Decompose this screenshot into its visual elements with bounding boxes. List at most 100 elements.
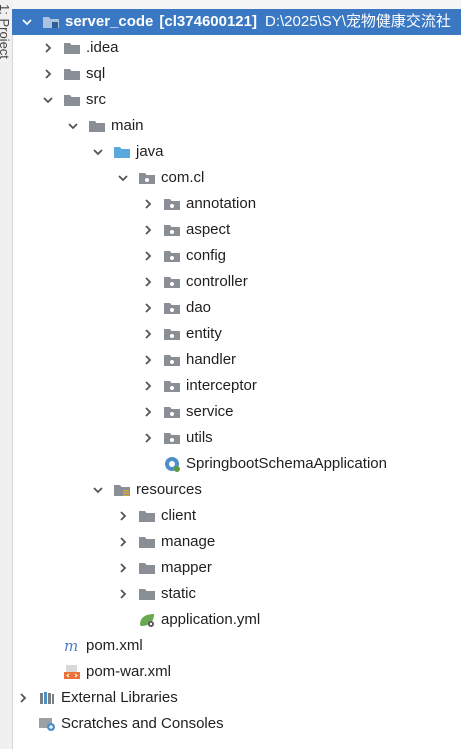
node-label: mapper — [161, 559, 212, 576]
node-label: interceptor — [186, 377, 257, 394]
package-icon — [163, 274, 181, 290]
tree-node-resources[interactable]: resources — [12, 477, 461, 503]
module-folder-icon — [42, 14, 60, 30]
node-label: pom.xml — [86, 637, 143, 654]
node-label: client — [161, 507, 197, 524]
tree-node-pom-war[interactable]: pom-war.xml — [12, 659, 461, 685]
chevron-right-icon[interactable] — [141, 353, 155, 367]
tree-node-package[interactable]: handler — [12, 347, 461, 373]
chevron-right-icon[interactable] — [141, 249, 155, 263]
tree-node-scratches[interactable]: Scratches and Consoles — [12, 711, 461, 737]
folder-icon — [63, 40, 81, 56]
node-label: .idea — [86, 39, 119, 56]
libraries-icon — [38, 690, 56, 706]
node-label: com.cl — [161, 169, 205, 186]
tree-node-root[interactable]: server_code [cl374600121] D:\2025\SY\宠物健… — [12, 9, 461, 35]
tree-node-sql[interactable]: sql — [12, 61, 461, 87]
package-icon — [163, 196, 181, 212]
spring-boot-class-icon — [163, 456, 181, 472]
node-label: resources — [136, 481, 202, 498]
folder-icon — [138, 586, 156, 602]
chevron-down-icon[interactable] — [66, 119, 80, 133]
node-label: sql — [86, 65, 106, 82]
package-icon — [163, 248, 181, 264]
tree-node-pom[interactable]: m pom.xml — [12, 633, 461, 659]
node-label: aspect — [186, 221, 231, 238]
chevron-right-icon[interactable] — [16, 691, 30, 705]
node-label: utils — [186, 429, 213, 446]
tree-node-resource-dir[interactable]: client — [12, 503, 461, 529]
project-tool-window-label[interactable]: 1: Project — [0, 4, 12, 59]
node-label: src — [86, 91, 106, 108]
chevron-right-icon[interactable] — [41, 67, 55, 81]
tree-node-package[interactable]: service — [12, 399, 461, 425]
tree-node-package[interactable]: interceptor — [12, 373, 461, 399]
node-label: static — [161, 585, 197, 602]
xml-file-icon — [63, 664, 81, 680]
tree-node-resource-dir[interactable]: static — [12, 581, 461, 607]
node-label: annotation — [186, 195, 257, 212]
node-label: java — [136, 143, 164, 160]
tree-node-package[interactable]: dao — [12, 295, 461, 321]
tree-node-external-libraries[interactable]: External Libraries — [12, 685, 461, 711]
node-label: application.yml — [161, 611, 261, 628]
node-label: entity — [186, 325, 222, 342]
chevron-down-icon[interactable] — [91, 483, 105, 497]
tree-node-java[interactable]: java — [12, 139, 461, 165]
node-label: main — [111, 117, 144, 134]
chevron-right-icon[interactable] — [141, 379, 155, 393]
spring-config-icon — [138, 612, 156, 628]
tree-node-application-yml[interactable]: application.yml — [12, 607, 461, 633]
folder-icon — [63, 66, 81, 82]
tree-node-package[interactable]: entity — [12, 321, 461, 347]
tree-node-package[interactable]: annotation — [12, 191, 461, 217]
node-label: service — [186, 403, 234, 420]
folder-icon — [88, 118, 106, 134]
tree-node-resource-dir[interactable]: manage — [12, 529, 461, 555]
folder-icon — [63, 92, 81, 108]
chevron-right-icon[interactable] — [116, 509, 130, 523]
package-icon — [163, 300, 181, 316]
tree-node-package[interactable]: utils — [12, 425, 461, 451]
package-icon — [163, 352, 181, 368]
chevron-down-icon[interactable] — [116, 171, 130, 185]
maven-icon: m — [63, 638, 81, 654]
tree-node-com-cl[interactable]: com.cl — [12, 165, 461, 191]
chevron-down-icon[interactable] — [20, 15, 34, 29]
node-label: config — [186, 247, 227, 264]
root-module-name: server_code — [65, 13, 154, 30]
tree-node-resource-dir[interactable]: mapper — [12, 555, 461, 581]
chevron-right-icon[interactable] — [116, 587, 130, 601]
package-icon — [163, 222, 181, 238]
chevron-right-icon[interactable] — [141, 405, 155, 419]
package-icon — [163, 326, 181, 342]
chevron-right-icon[interactable] — [141, 301, 155, 315]
tree-node-app-class[interactable]: SpringbootSchemaApplication — [12, 451, 461, 477]
svg-text:m: m — [64, 638, 78, 654]
chevron-right-icon[interactable] — [41, 41, 55, 55]
chevron-right-icon[interactable] — [141, 327, 155, 341]
chevron-right-icon[interactable] — [141, 431, 155, 445]
node-label: manage — [161, 533, 216, 550]
folder-icon — [138, 534, 156, 550]
chevron-right-icon[interactable] — [116, 535, 130, 549]
chevron-down-icon[interactable] — [41, 93, 55, 107]
tree-node-package[interactable]: aspect — [12, 217, 461, 243]
chevron-right-icon[interactable] — [116, 561, 130, 575]
tree-node-src[interactable]: src — [12, 87, 461, 113]
package-icon — [163, 378, 181, 394]
tree-node-package[interactable]: config — [12, 243, 461, 269]
chevron-right-icon[interactable] — [141, 275, 155, 289]
chevron-right-icon[interactable] — [141, 197, 155, 211]
chevron-down-icon[interactable] — [91, 145, 105, 159]
tree-node-main[interactable]: main — [12, 113, 461, 139]
node-label: controller — [186, 273, 248, 290]
source-folder-icon — [113, 144, 131, 160]
node-label: Scratches and Consoles — [61, 715, 224, 732]
package-icon — [163, 404, 181, 420]
tree-node-package[interactable]: controller — [12, 269, 461, 295]
tree-node-idea[interactable]: .idea — [12, 35, 461, 61]
project-tool-window-strip[interactable]: 1: Project — [0, 0, 13, 749]
chevron-right-icon[interactable] — [141, 223, 155, 237]
root-module-tag: [cl374600121] — [159, 13, 257, 30]
